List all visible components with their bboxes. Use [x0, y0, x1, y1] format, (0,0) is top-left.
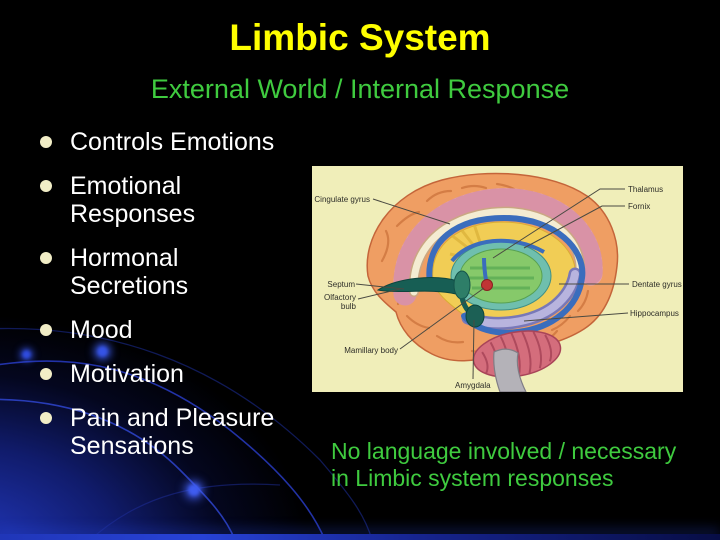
glow-dot — [188, 484, 200, 496]
bullet-item: Pain and Pleasure Sensations — [28, 404, 328, 460]
bullet-dot-icon — [40, 136, 52, 148]
bullet-label: Hormonal Secretions — [70, 244, 189, 300]
bullet-item: Hormonal Secretions — [28, 244, 328, 300]
diagram-label-septum: Septum — [327, 280, 355, 289]
bullet-label: Motivation — [70, 360, 184, 388]
thalamus-shape — [459, 248, 543, 304]
note-text: No language involved / necessary in Limb… — [331, 438, 676, 492]
diagram-label-thalamus: Thalamus — [628, 185, 664, 194]
bullet-label: Controls Emotions — [70, 128, 275, 156]
bullet-item: Motivation — [28, 360, 328, 388]
diagram-label-cingulate-gyrus: Cingulate gyrus — [314, 195, 370, 204]
bullet-label: Mood — [70, 316, 133, 344]
note-line: No language involved / necessary — [331, 438, 677, 464]
slide-title: Limbic System — [229, 17, 491, 58]
bullet-dot-icon — [40, 412, 52, 424]
bullet-label: Emotional Responses — [70, 172, 196, 228]
bullet-list: Controls Emotions Emotional Responses Ho… — [28, 128, 328, 476]
diagram-label-amygdala: Amygdala — [455, 381, 491, 390]
bullet-label: Pain and Pleasure Sensations — [70, 404, 275, 460]
bullet-dot-icon — [40, 368, 52, 380]
bullet-dot-icon — [40, 252, 52, 264]
brain-stem-shape — [493, 348, 527, 392]
note-line: in Limbic system responses — [331, 465, 614, 491]
bullet-item: Controls Emotions — [28, 128, 328, 156]
brain-diagram: Cingulate gyrus Thalamus Fornix Septum O… — [312, 166, 683, 392]
diagram-label-olfactory-bulb: Olfactory bulb — [323, 293, 356, 311]
bullet-dot-icon — [40, 324, 52, 336]
diagram-label-mamillary-body: Mamillary body — [344, 346, 398, 355]
diagram-label-fornix: Fornix — [628, 202, 651, 211]
bullet-dot-icon — [40, 180, 52, 192]
leader-lines — [355, 188, 629, 380]
glow-dot — [22, 350, 31, 359]
diagram-label-hippocampus: Hippocampus — [630, 309, 679, 318]
diagram-label-dentate-gyrus: Dentate gyrus — [632, 280, 682, 289]
bottom-glow-band — [0, 534, 720, 540]
slide-subtitle: External World / Internal Response — [150, 74, 570, 104]
glow-dot — [97, 346, 108, 357]
mamillary-body-dot — [481, 279, 493, 291]
bullet-item: Mood — [28, 316, 328, 344]
bullet-item: Emotional Responses — [28, 172, 328, 228]
amygdala-shape — [465, 304, 485, 328]
brain-illustration — [355, 172, 629, 392]
